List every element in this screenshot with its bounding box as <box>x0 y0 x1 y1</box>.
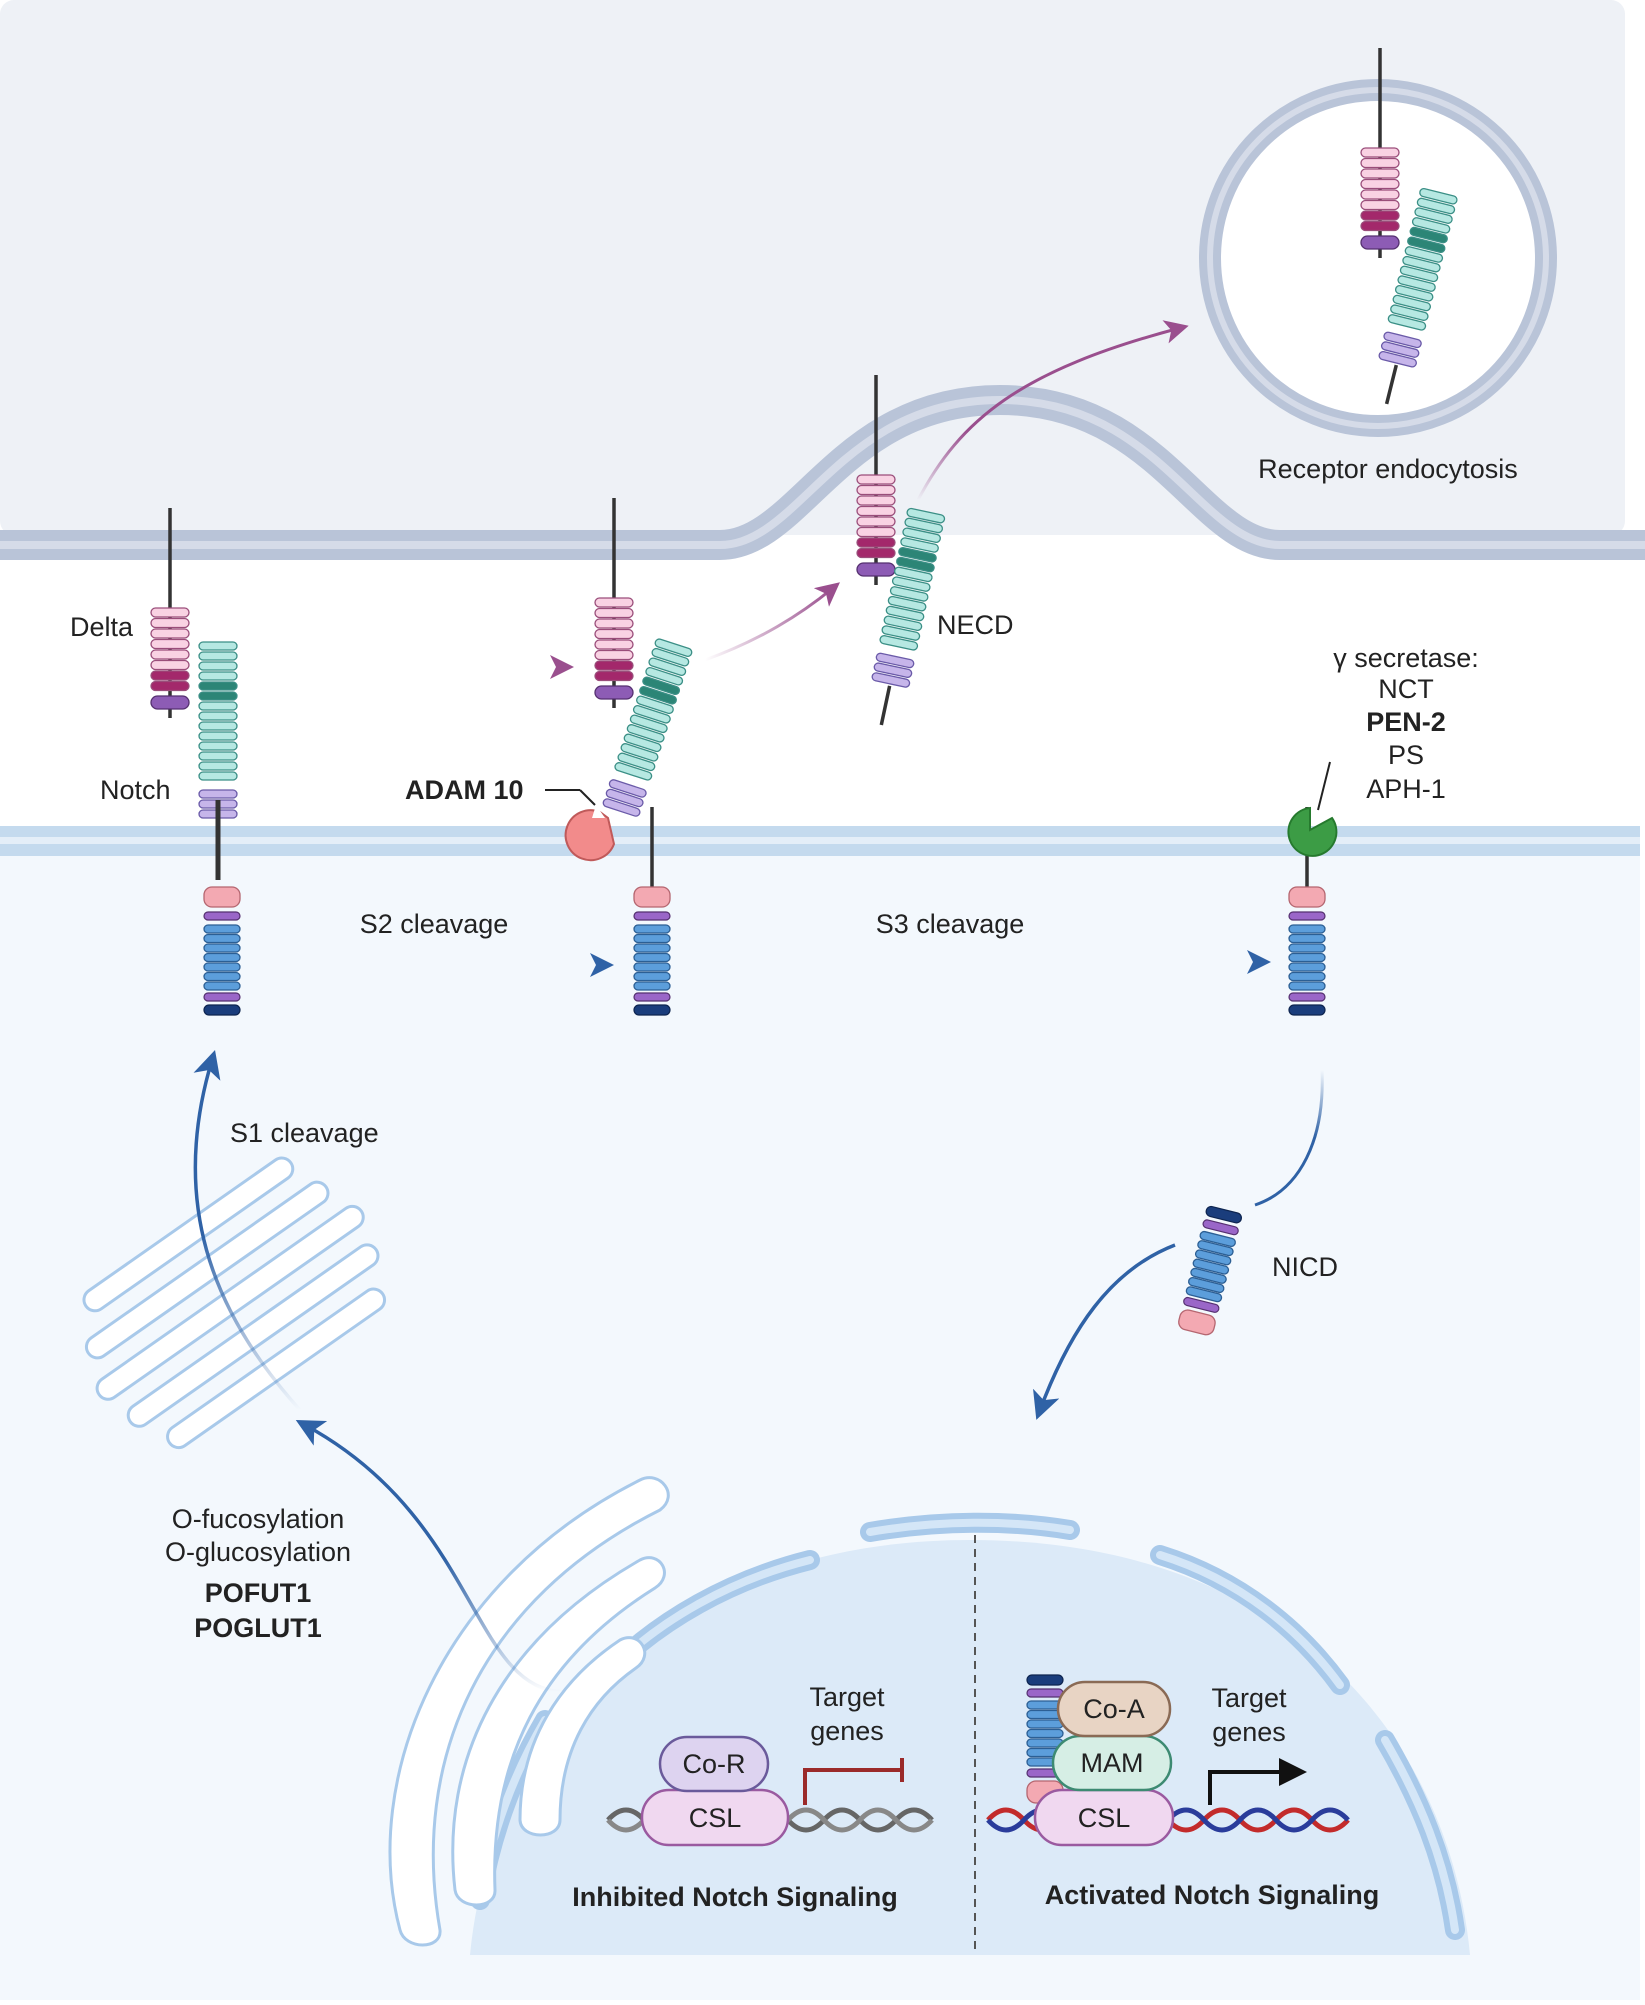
label-csl-left: CSL <box>689 1803 742 1833</box>
label-co-a: Co-A <box>1083 1694 1145 1724</box>
delta-ligand-2 <box>594 498 634 708</box>
endocytic-vesicle <box>1199 79 1557 437</box>
label-s2-cleavage: S2 cleavage <box>360 909 509 939</box>
label-notch: Notch <box>100 775 171 805</box>
label-delta: Delta <box>70 612 134 642</box>
notch-ecd-1 <box>198 641 238 819</box>
label-aph1: APH-1 <box>1366 774 1446 804</box>
arrow-er-to-golgi <box>295 1419 566 1694</box>
label-nct: NCT <box>1378 674 1434 704</box>
repressor-symbol <box>803 1758 904 1805</box>
delta-ligand-1 <box>150 508 190 718</box>
label-o-glucosylation: O-glucosylation <box>165 1537 351 1567</box>
label-gamma-secretase: γ secretase: <box>1333 643 1479 673</box>
arrow-to-necd <box>704 582 840 662</box>
label-activated-signaling: Activated Notch Signaling <box>1045 1880 1380 1910</box>
upper-membrane <box>0 384 1645 560</box>
notch-ecd-vesicle <box>1378 187 1458 405</box>
arrow-to-endocytosis <box>916 320 1189 501</box>
label-mam: MAM <box>1081 1748 1144 1778</box>
notch-ecd-2 <box>602 638 693 817</box>
notch-ecd-3 <box>871 507 946 726</box>
nicd-released <box>1178 1205 1243 1336</box>
label-inhibited-signaling: Inhibited Notch Signaling <box>572 1882 897 1912</box>
adam10-enzyme <box>564 805 616 862</box>
golgi-apparatus <box>82 1156 387 1450</box>
co-a <box>1056 1680 1172 1738</box>
lower-membrane <box>0 826 1640 856</box>
label-ps: PS <box>1388 740 1424 770</box>
label-pofut1: POFUT1 <box>205 1578 312 1608</box>
label-s1-cleavage: S1 cleavage <box>230 1118 379 1148</box>
arrow-nicd-to-nucleus <box>1033 1243 1176 1420</box>
label-o-fucosylation: O-fucosylation <box>172 1504 345 1534</box>
label-receptor-endocytosis: Receptor endocytosis <box>1258 454 1518 484</box>
activation-arrow <box>1208 1758 1307 1805</box>
label-s3-cleavage: S3 cleavage <box>876 909 1025 939</box>
label-target-left: Target <box>809 1682 885 1712</box>
label-csl-right: CSL <box>1078 1803 1131 1833</box>
endoplasmic-reticulum <box>388 1476 670 1947</box>
co-r <box>658 1735 770 1793</box>
label-pen2: PEN-2 <box>1366 707 1446 737</box>
nicd-nuclear <box>1026 1674 1064 1804</box>
gamma-secretase-enzyme <box>1287 806 1338 857</box>
arrow-s3-to-nicd <box>1254 1069 1324 1207</box>
label-target-right: Target <box>1211 1683 1287 1713</box>
label-genes-left: genes <box>810 1716 884 1746</box>
notch-icd-1 <box>203 886 241 1016</box>
delta-ligand-vesicle <box>1360 48 1400 258</box>
arrow-s1 <box>193 1049 302 1412</box>
notch-icd-2 <box>633 807 671 1016</box>
label-poglut1: POGLUT1 <box>194 1613 322 1643</box>
label-adam10: ADAM 10 <box>405 775 524 805</box>
label-co-r: Co-R <box>682 1749 745 1779</box>
upper-cell <box>0 0 1625 535</box>
delta-ligand-3 <box>856 375 896 585</box>
label-genes-right: genes <box>1212 1717 1286 1747</box>
label-nicd: NICD <box>1272 1252 1338 1282</box>
label-necd: NECD <box>937 610 1014 640</box>
